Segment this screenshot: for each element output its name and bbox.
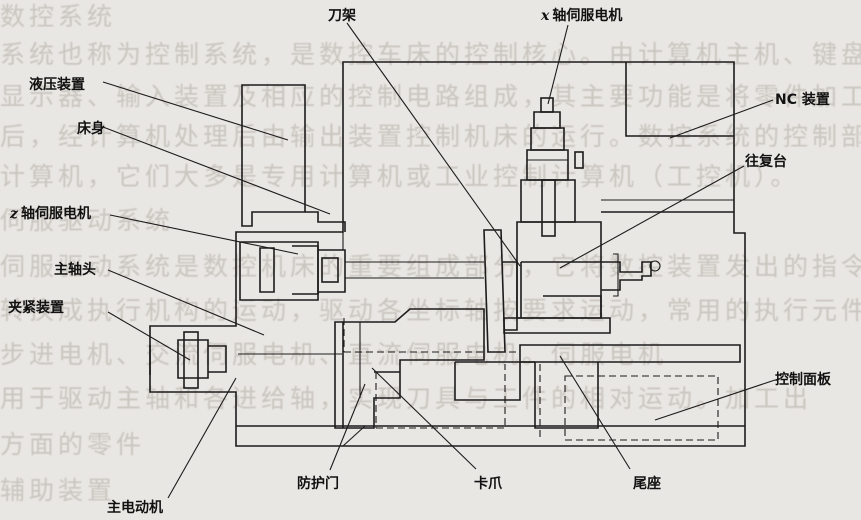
label-tailstock: 尾座 (633, 475, 661, 492)
label-hydraulic-device: 液压装置 (29, 76, 85, 93)
bg-line: 显示器、输入装置及相应的控制电路组成，其主要功能是将零件加工程序输入计算机 (0, 82, 861, 111)
label-x-letter: x (540, 8, 550, 24)
bg-line: 转换成执行机构的运动，驱动各坐标轴按要求运动，常用的执行元件有 (0, 296, 861, 325)
label-main-motor: 主电动机 (107, 499, 163, 516)
label-z-letter: z (9, 206, 19, 222)
bg-line: 系统也称为控制系统，是数控车床的控制核心。由计算机主机、键盘、 (0, 40, 861, 69)
label-control-panel: 控制面板 (775, 371, 832, 388)
leader-lines (102, 22, 776, 499)
hidden-lines (343, 318, 719, 441)
label-turret: 刀架 (328, 7, 356, 24)
bg-line: 伺服驱动系统是数控机床的重要组成部分，它将数控装置发出的指令 (0, 252, 861, 281)
bg-line: 计算机，它们大多是专用计算机或工业控制计算机（工控机）。 (0, 162, 800, 191)
bg-line: 伺服驱动系统 (0, 206, 175, 235)
label-bed: 床身 (77, 120, 105, 137)
label-z-text: 轴伺服电机 (21, 205, 91, 222)
label-clamp-device: 夹紧装置 (8, 299, 64, 316)
machine-outline (149, 61, 746, 447)
label-spindle-head: 主轴头 (54, 261, 96, 278)
bg-line: 方面的零件 (0, 430, 146, 459)
label-x-text: 轴伺服电机 (552, 7, 622, 24)
bg-line: 数控系统 (0, 2, 117, 31)
label-carriage: 往复台 (745, 153, 787, 170)
label-chuck-jaw: 卡爪 (474, 475, 503, 492)
bg-line: 辅助装置 (0, 476, 117, 505)
label-guard-door: 防护门 (297, 475, 339, 492)
label-nc-device: NC 装置 (775, 91, 830, 108)
